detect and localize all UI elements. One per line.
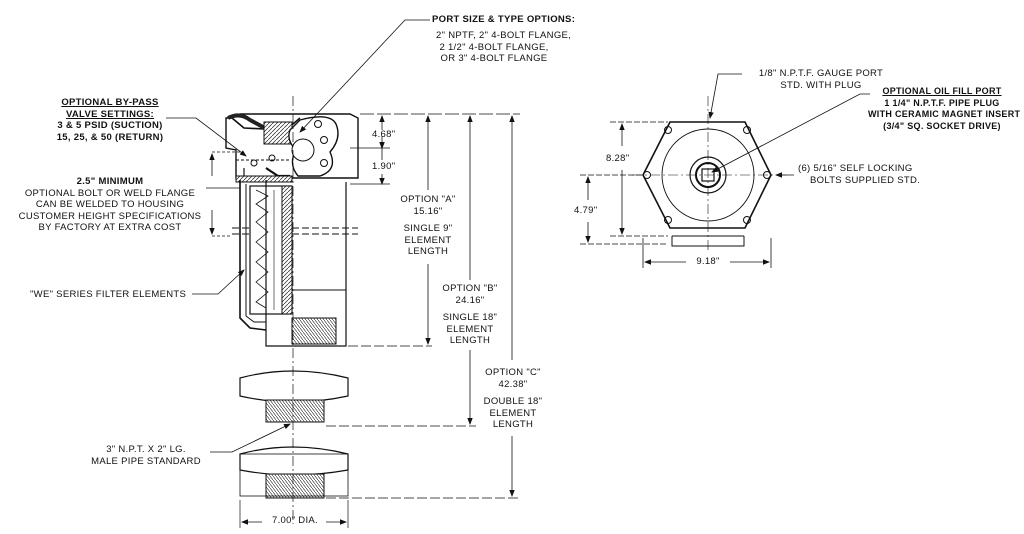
filter-elements-label: "WE" SERIES FILTER ELEMENTS — [30, 289, 187, 300]
option-b-line: ELEMENT — [446, 323, 494, 335]
pipe-line-2: MALE PIPE STANDARD — [91, 455, 201, 467]
bolts-note: (6) 5/16" SELF LOCKING BOLTS SUPPLIED ST… — [798, 163, 920, 186]
port-option-line: 2" NPTF, 2" 4-BOLT FLANGE, — [436, 30, 572, 41]
oil-fill-title: OPTIONAL OIL FILL PORT — [882, 86, 1002, 96]
oil-fill-note: OPTIONAL OIL FILL PORT 1 1/4" N.P.T.F. P… — [868, 86, 1021, 132]
dim-4-68: 4.68" — [372, 129, 396, 140]
option-b-value: 24.16" — [455, 294, 485, 306]
option-c-line: LENGTH — [492, 419, 534, 430]
top-view — [632, 96, 786, 252]
option-c-value: 42.38" — [498, 378, 528, 390]
flange-line: CAN BE WELDED TO HOUSING — [35, 199, 185, 210]
flange-line: OPTIONAL BOLT OR WELD FLANGE — [24, 187, 196, 199]
housing-extension — [239, 370, 349, 499]
dim-7-00-dia: 7.00" DIA. — [272, 515, 318, 526]
oil-fill-line: 1 1/4" N.P.T.F. PIPE PLUG — [884, 97, 1000, 108]
bolts-line-1: (6) 5/16" SELF LOCKING — [798, 163, 913, 174]
option-b-line: SINGLE 18" — [442, 312, 498, 323]
housing-canister — [232, 180, 358, 347]
option-a-value: 15.16" — [413, 205, 443, 217]
oil-fill-line: WITH CERAMIC MAGNET INSERT — [868, 109, 1021, 119]
option-a-line: ELEMENT — [404, 234, 452, 246]
pipe-line-1: 3" N.P.T. x 2" LG. — [106, 444, 186, 455]
option-c-dim: OPTION "C" 42.38" DOUBLE 18" ELEMENT LEN… — [478, 367, 548, 431]
gauge-line-2: STD. WITH PLUG — [780, 79, 862, 91]
option-a-line: SINGLE 9" — [403, 223, 453, 234]
bypass-line-1: 3 & 5 PSID (SUCTION) — [57, 120, 163, 131]
dim-4-79: 4.79" — [574, 205, 598, 216]
top-view-dims — [580, 73, 870, 268]
dim-9-18: 9.18" — [696, 256, 720, 267]
dim-1-90: 1.90" — [372, 161, 396, 172]
bypass-title-1: OPTIONAL BY-PASS — [61, 97, 159, 108]
extension-lines — [212, 113, 520, 528]
port-option-line: OR 3" 4-BOLT FLANGE — [440, 53, 548, 64]
port-option-line: 2 1/2" 4-BOLT FLANGE, — [439, 41, 549, 53]
option-b-dim: OPTION "B" 24.16" SINGLE 18" ELEMENT LEN… — [438, 283, 502, 347]
housing-head — [225, 113, 359, 183]
option-a-line: LENGTH — [407, 246, 449, 257]
bypass-line-2: 15, 25, & 50 (RETURN) — [56, 131, 164, 143]
flange-note: 2.5" MINIMUM OPTIONAL BOLT OR WELD FLANG… — [14, 176, 206, 234]
option-a-title: OPTION "A" — [400, 194, 456, 205]
option-b-title: OPTION "B" — [442, 283, 498, 294]
flange-line: BY FACTORY AT EXTRA COST — [38, 222, 182, 233]
oil-fill-line: (3/4" SQ. SOCKET DRIVE) — [883, 120, 1001, 131]
leader-lines — [166, 19, 430, 453]
port-options-list: 2" NPTF, 2" 4-BOLT FLANGE, 2 1/2" 4-BOLT… — [436, 30, 572, 65]
option-c-line: ELEMENT — [489, 407, 537, 419]
option-b-line: LENGTH — [449, 335, 491, 346]
flange-title: 2.5" MINIMUM — [76, 176, 144, 187]
dim-8-28: 8.28" — [606, 153, 630, 164]
bypass-valve-note: OPTIONAL BY-PASS VALVE SETTINGS: 3 & 5 P… — [40, 97, 180, 143]
option-c-title: OPTION "C" — [485, 367, 541, 378]
option-c-line: DOUBLE 18" — [483, 396, 543, 407]
dimension-lines — [209, 115, 515, 525]
flange-line: CUSTOMER HEIGHT SPECIFICATIONS — [18, 210, 202, 222]
port-options-title: PORT SIZE & TYPE OPTIONS: — [432, 14, 576, 25]
gauge-port-note: 1/8" N.P.T.F. GAUGE PORT STD. WITH PLUG — [746, 68, 896, 91]
bolts-line-2: BOLTS SUPPLIED STD. — [810, 174, 921, 186]
gauge-line-1: 1/8" N.P.T.F. GAUGE PORT — [758, 68, 884, 79]
option-a-dim: OPTION "A" 15.16" SINGLE 9" ELEMENT LENG… — [396, 194, 460, 258]
bypass-title-2: VALVE SETTINGS: — [65, 108, 155, 120]
pipe-note: 3" N.P.T. x 2" LG. MALE PIPE STANDARD — [86, 444, 206, 467]
